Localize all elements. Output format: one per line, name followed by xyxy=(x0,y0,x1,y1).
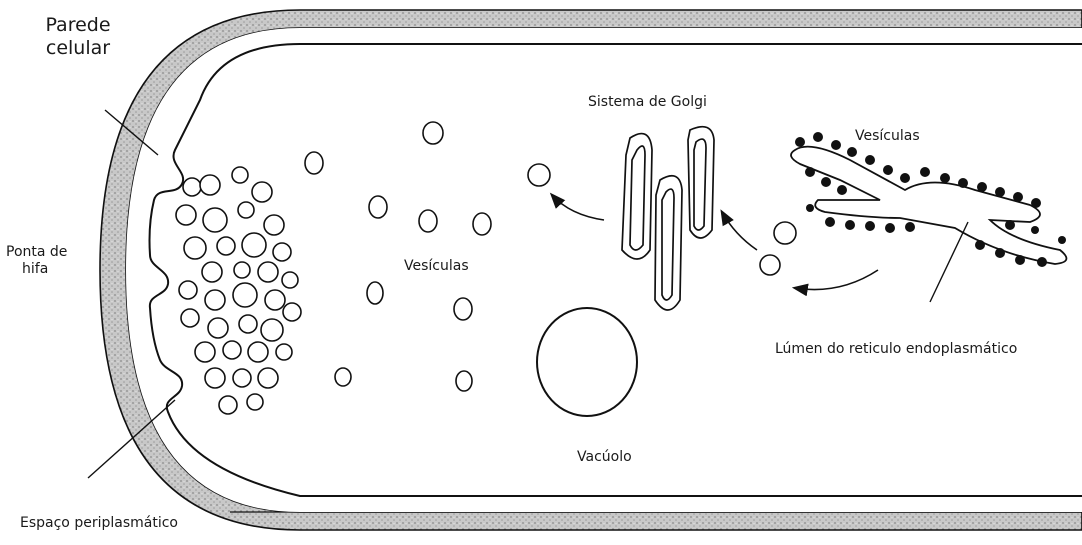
er-lumen-label: Lúmen do reticulo endoplasmático xyxy=(775,341,1017,358)
vesicles-center-label: Vesículas xyxy=(404,258,469,275)
cell-wall-label-line1: Parede xyxy=(28,14,128,37)
golgi-label: Sistema de Golgi xyxy=(588,94,707,111)
tip-vesicle-cluster xyxy=(176,167,301,414)
plasma-membrane xyxy=(150,44,1082,496)
hyphal-tip-label-line2: hifa xyxy=(6,261,67,278)
cell-wall-label-line2: celular xyxy=(28,37,128,60)
hyphal-tip-label-line1: Ponta de xyxy=(6,244,67,261)
vacuole-label: Vacúolo xyxy=(577,449,632,466)
endoplasmic-reticulum xyxy=(791,132,1066,267)
periplasmic-space-label: Espaço periplasmático xyxy=(20,515,178,532)
golgi-apparatus xyxy=(622,127,714,310)
er-vesicles-label: Vesículas xyxy=(855,128,920,145)
cell-wall-label: Parede celular xyxy=(28,14,128,60)
hyphal-tip-label: Ponta de hifa xyxy=(6,244,67,278)
vacuole xyxy=(537,308,637,416)
